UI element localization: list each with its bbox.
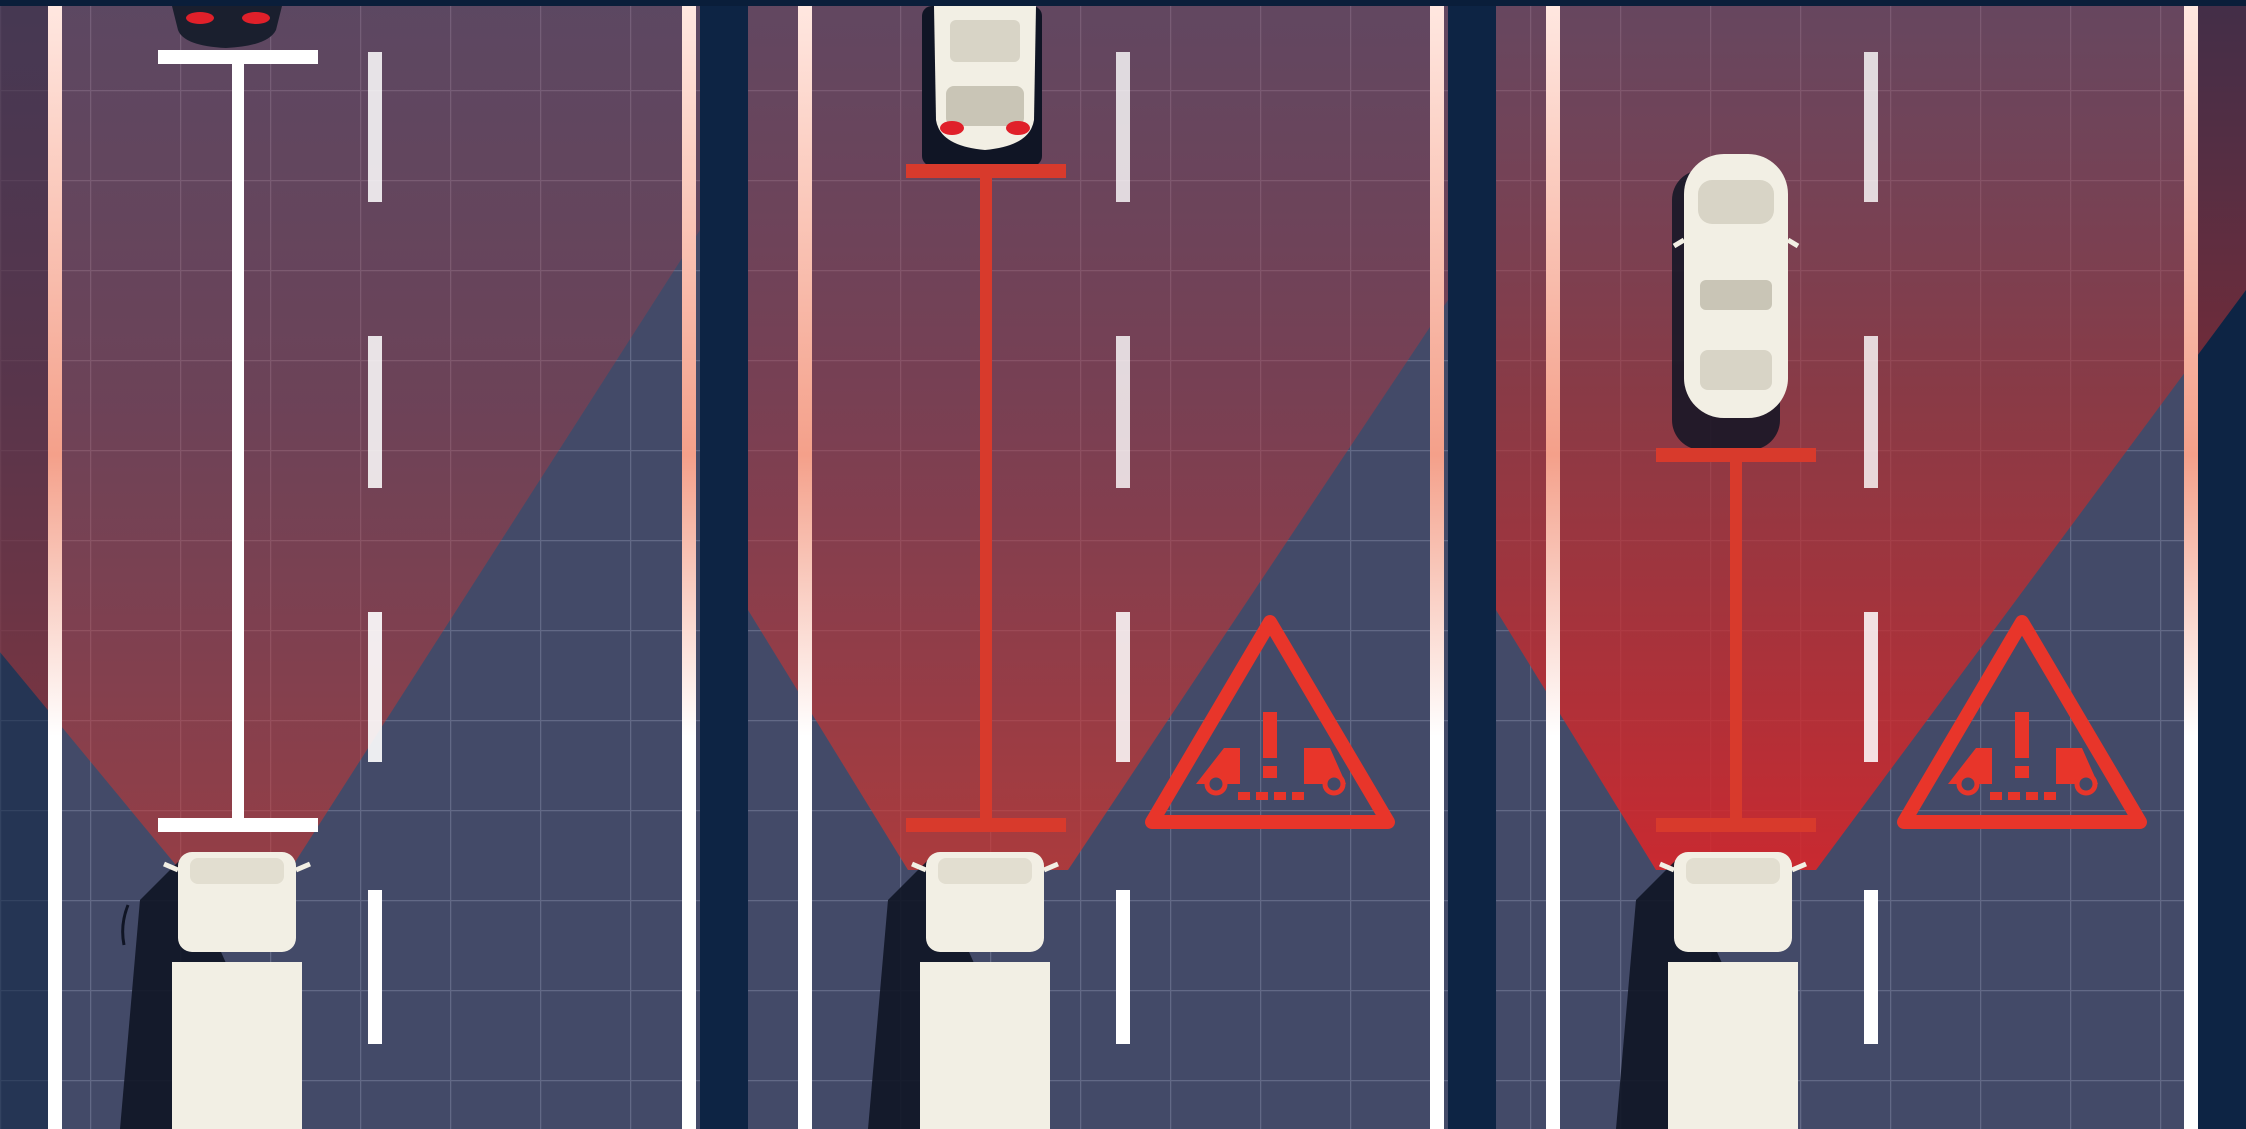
sensor-beam — [748, 6, 1448, 870]
lane-edge-right — [682, 6, 696, 1129]
lane-edge-left — [1546, 6, 1560, 1129]
car-icon — [922, 6, 1042, 166]
lane-dashes — [1864, 52, 1878, 1044]
truck-icon — [868, 852, 1059, 1129]
lane-edge-right — [1430, 6, 1444, 1129]
panel-1 — [0, 6, 700, 1129]
truck-icon — [120, 852, 311, 1129]
distance-indicator — [1656, 448, 1816, 832]
lane-edge-left — [48, 6, 62, 1129]
forward-collision-warning-icon — [1897, 615, 2147, 829]
panel-3 — [1448, 6, 2246, 1129]
panel-2 — [700, 6, 1448, 1129]
lane-edge-left — [798, 6, 812, 1129]
top-border — [0, 0, 2246, 6]
car-icon — [1672, 154, 1800, 450]
sensor-beam — [0, 6, 700, 870]
lane-edge-right — [2184, 6, 2198, 1129]
truck-icon — [1616, 852, 1807, 1129]
distance-indicator — [906, 164, 1066, 832]
forward-collision-warning-icon — [1145, 615, 1395, 829]
lane-dashes — [1116, 52, 1130, 1044]
lane-dashes — [368, 52, 382, 1044]
distance-indicator — [158, 50, 318, 832]
car-icon — [172, 6, 282, 48]
